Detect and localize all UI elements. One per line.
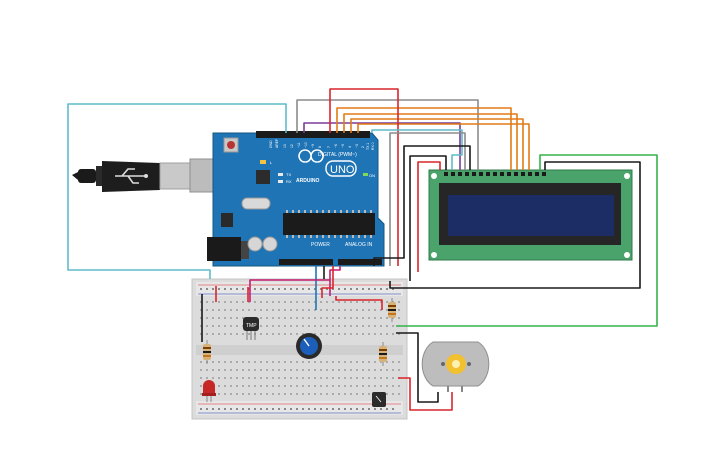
- digital-header-label: DIGITAL (PWM~): [318, 152, 357, 158]
- l-led: [260, 160, 266, 164]
- wire-red-motor[interactable]: [398, 377, 453, 411]
- resistor-right-top[interactable]: [388, 298, 396, 322]
- digital-header[interactable]: [256, 131, 370, 138]
- wire-green[interactable]: [396, 154, 658, 327]
- on-led-label: ON: [369, 173, 375, 178]
- pin-label-aref: AREF: [275, 139, 279, 148]
- pin-label-12: 12: [290, 144, 294, 148]
- wire-gray[interactable]: [296, 99, 479, 170]
- pin-label-gnd: GND: [269, 140, 273, 148]
- tmp-sensor-label: TMP: [246, 323, 257, 329]
- usb-chip: [256, 170, 270, 184]
- wire-gray-2[interactable]: [389, 132, 466, 266]
- wire-black-motor[interactable]: [396, 332, 439, 403]
- analog-header[interactable]: [338, 259, 382, 265]
- pin-label-9: ~9: [311, 144, 315, 148]
- resistor-left[interactable]: [203, 340, 211, 364]
- wire-red-right[interactable]: [335, 296, 383, 310]
- wire-red-power[interactable]: [321, 266, 334, 298]
- pin-label-3: ~3: [355, 144, 359, 148]
- wire-red-5v[interactable]: [329, 88, 399, 266]
- l-led-label: L: [270, 160, 273, 165]
- arduino-logo: ARDUINO: [296, 149, 324, 184]
- on-led: [363, 173, 368, 176]
- breadboard-holes: [200, 288, 394, 410]
- dc-motor[interactable]: [421, 341, 490, 392]
- wire-black-1[interactable]: [373, 145, 471, 266]
- analog-header-label: ANALOG IN: [345, 242, 373, 248]
- pin-label-6: ~6: [334, 144, 338, 148]
- wire-black-2[interactable]: [409, 155, 447, 281]
- power-jack: [207, 237, 241, 261]
- wire-orange-3[interactable]: [350, 118, 524, 170]
- usb-cable[interactable]: [72, 158, 215, 193]
- red-led[interactable]: [202, 380, 216, 402]
- wire-cyan-usb[interactable]: [67, 103, 287, 279]
- wire-orange-4[interactable]: [357, 123, 530, 170]
- wire-red-3[interactable]: [417, 161, 441, 272]
- rx-led-label: RX: [286, 179, 292, 184]
- digital-pin-labels: GND AREF 13 12 ~11 ~10 ~9 8 7 ~6 ~5 4 ~3…: [269, 139, 375, 150]
- potentiometer[interactable]: [296, 333, 322, 359]
- pin-label-11: ~11: [297, 142, 301, 148]
- wire-orange-2[interactable]: [343, 113, 518, 170]
- resistor-right-mid[interactable]: [379, 342, 387, 366]
- lcd-16x2[interactable]: [428, 169, 633, 261]
- uno-label: UNO: [330, 164, 355, 176]
- crystal: [241, 197, 271, 210]
- rx-led: [278, 180, 283, 183]
- pin-label-8: 8: [318, 146, 322, 148]
- tmp-sensor[interactable]: TMP: [243, 317, 259, 340]
- wire-black-lcd[interactable]: [389, 161, 641, 289]
- tx-led: [278, 173, 283, 176]
- atmega-chip: [283, 213, 375, 235]
- wire-orange-1[interactable]: [336, 107, 512, 170]
- usb-icon: [115, 168, 148, 184]
- tx-led-label: TX: [286, 172, 291, 177]
- pin-label-13: 13: [283, 144, 287, 148]
- arduino-brand-label: ARDUINO: [296, 178, 319, 184]
- power-header[interactable]: [279, 259, 333, 265]
- uno-logo-frame: [325, 160, 357, 177]
- wire-pink-a0[interactable]: [329, 266, 341, 296]
- wires[interactable]: [67, 88, 658, 411]
- pin-label-1: TX 1: [366, 143, 370, 150]
- pin-label-0: RX 0: [371, 142, 375, 150]
- lcd-screen: [448, 195, 614, 236]
- transistor[interactable]: [372, 392, 386, 407]
- arduino-uno-board[interactable]: GND AREF 13 12 ~11 ~10 ~9 8 7 ~6 ~5 4 ~3…: [207, 131, 385, 267]
- wire-cyan-rs[interactable]: [371, 129, 463, 170]
- pin-label-5: ~5: [341, 144, 345, 148]
- wire-pink-sensor[interactable]: [249, 279, 330, 302]
- voltage-regulator: [221, 213, 233, 227]
- pin-label-7: 7: [327, 146, 331, 148]
- power-header-label: POWER: [311, 242, 330, 248]
- pin-label-4: 4: [348, 146, 352, 148]
- pin-label-2: 2: [361, 146, 365, 148]
- pin-label-10: ~10: [304, 142, 308, 148]
